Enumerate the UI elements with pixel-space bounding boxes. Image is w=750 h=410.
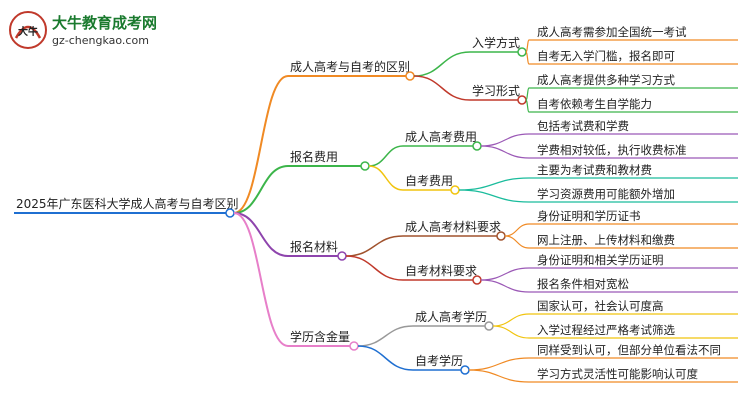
branch-topic: 报名材料 bbox=[290, 239, 338, 254]
leaf-connector bbox=[480, 279, 530, 293]
subtopic: 成人高考学历 bbox=[415, 309, 487, 324]
subtopic-connector bbox=[345, 255, 404, 281]
leaf-connector bbox=[480, 133, 530, 147]
leaf-text: 自考无入学门槛，报名即可 bbox=[537, 49, 675, 63]
leaf-text: 入学过程经过严格考试筛选 bbox=[537, 323, 675, 337]
subtopic: 自考费用 bbox=[405, 174, 453, 188]
leaf-connector bbox=[458, 189, 530, 203]
branch-node bbox=[349, 341, 359, 351]
leaf-text: 身份证明和学历证书 bbox=[537, 209, 641, 223]
subtopic-connector bbox=[345, 235, 404, 257]
subtopic-connector bbox=[368, 145, 404, 167]
leaf-connector bbox=[504, 223, 530, 237]
leaf-connector bbox=[492, 313, 530, 327]
subtopic-node bbox=[450, 185, 460, 195]
subtopic-connector bbox=[357, 345, 414, 371]
subtopic-node bbox=[460, 365, 470, 375]
leaf-connector bbox=[480, 267, 530, 281]
leaf-connector bbox=[525, 87, 530, 101]
logo-url: gz-chengkao.com bbox=[52, 34, 149, 47]
leaf-text: 自考依赖考生自学能力 bbox=[537, 97, 652, 111]
logo-badge-icon: 大牛 bbox=[9, 11, 47, 49]
leaf-connector bbox=[525, 99, 530, 113]
leaf-text: 学费相对较低，执行收费标准 bbox=[537, 143, 687, 157]
branch-connector bbox=[233, 212, 289, 347]
branch-connector bbox=[233, 212, 289, 257]
leaf-text: 包括考试费和学费 bbox=[537, 119, 629, 133]
leaf-text: 国家认可，社会认可度高 bbox=[537, 299, 664, 313]
leaf-connector bbox=[480, 145, 530, 159]
branch-node bbox=[360, 161, 370, 171]
root-node bbox=[225, 208, 235, 218]
subtopic: 自考学历 bbox=[415, 353, 463, 368]
leaf-text: 网上注册、上传材料和缴费 bbox=[537, 233, 675, 247]
leaf-connector bbox=[525, 39, 530, 53]
subtopic-node bbox=[472, 141, 482, 151]
branch-topic: 成人高考与自考的区别 bbox=[290, 59, 410, 74]
leaf-connector bbox=[492, 325, 530, 339]
logo-title: 大牛教育成考网 bbox=[52, 14, 158, 32]
subtopic: 成人高考费用 bbox=[405, 129, 477, 144]
subtopic-node bbox=[517, 95, 527, 105]
subtopic: 自考材料要求 bbox=[405, 264, 477, 278]
leaf-text: 成人高考需参加全国统一考试 bbox=[537, 25, 687, 39]
leaf-connector bbox=[504, 235, 530, 249]
subtopic-node bbox=[484, 321, 494, 331]
subtopic: 成人高考材料要求 bbox=[405, 219, 501, 234]
branch-topic: 报名费用 bbox=[290, 149, 338, 164]
leaf-text: 报名条件相对宽松 bbox=[537, 277, 629, 291]
leaf-text: 主要为考试费和教材费 bbox=[537, 163, 652, 177]
root-topic: 2025年广东医科大学成人高考与自考区别 bbox=[16, 196, 239, 211]
subtopic: 学习形式 bbox=[472, 83, 520, 98]
branch-topic: 学历含金量 bbox=[290, 329, 350, 344]
subtopic-connector bbox=[357, 325, 414, 347]
leaf-connector bbox=[458, 177, 530, 191]
leaf-text: 学习方式灵活性可能影响认可度 bbox=[537, 367, 698, 381]
branch-node bbox=[405, 71, 415, 81]
leaf-text: 学习资源费用可能额外增加 bbox=[537, 187, 675, 201]
subtopic-node bbox=[496, 231, 506, 241]
svg-text:大牛: 大牛 bbox=[18, 25, 38, 38]
leaf-text: 同样受到认可，但部分单位看法不同 bbox=[537, 343, 721, 357]
subtopic-connector bbox=[413, 51, 471, 77]
leaf-connector bbox=[468, 357, 530, 371]
branch-node bbox=[337, 251, 347, 261]
subtopic: 入学方式 bbox=[472, 35, 520, 50]
subtopic-connector bbox=[413, 75, 471, 101]
subtopic-node bbox=[472, 275, 482, 285]
branch-connector bbox=[233, 75, 289, 214]
leaf-connector bbox=[468, 369, 530, 383]
leaf-text: 成人高考提供多种学习方式 bbox=[537, 73, 675, 87]
branch-connector bbox=[233, 165, 289, 214]
subtopic-connector bbox=[368, 165, 404, 191]
leaf-connector bbox=[525, 51, 530, 65]
subtopic-node bbox=[517, 47, 527, 57]
site-logo[interactable]: 大牛 大牛教育成考网 gz-chengkao.com bbox=[8, 10, 178, 54]
leaf-text: 身份证明和相关学历证明 bbox=[537, 253, 664, 267]
